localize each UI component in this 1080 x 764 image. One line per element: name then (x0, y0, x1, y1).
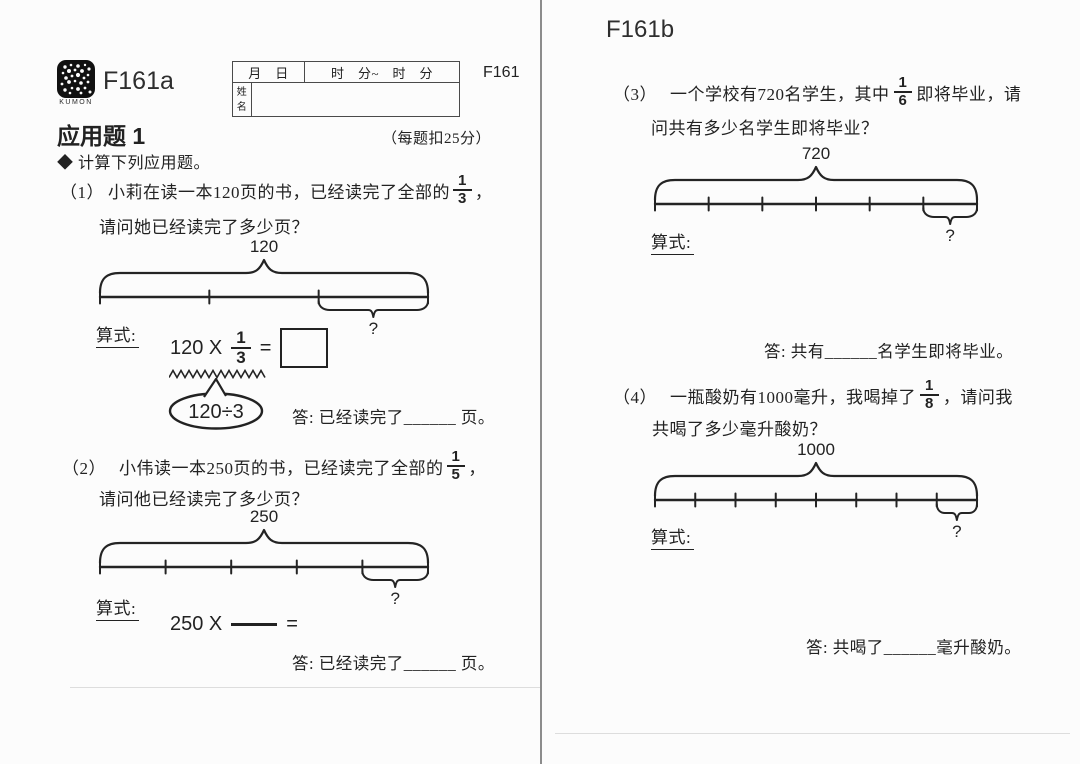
kumon-brand-label: KUMON (59, 99, 93, 106)
problem-2-text-post: ， (468, 458, 486, 478)
problem-2-line2: 请问他已经读完了多少页？ (99, 490, 309, 509)
svg-text:?: ? (390, 589, 399, 607)
problem-1-text: 小莉在读一本120页的书，已经读完了全部的 (108, 182, 450, 202)
name-label-cell: 姓名 (233, 83, 252, 116)
problem-2-text: 小伟读一本250页的书，已经读完了全部的 (119, 458, 444, 478)
fraction-one-third: 1 3 (453, 173, 472, 207)
instruction: ◆ 计算下列应用题。 (57, 155, 211, 172)
table-name-row: 姓名 (233, 83, 459, 116)
fraction-one-eighth: 1 8 (920, 378, 939, 412)
svg-text:?: ? (945, 226, 954, 244)
svg-text:?: ? (952, 522, 961, 540)
problem-4-text: 一瓶酸奶有1000毫升，我喝掉了 (670, 387, 916, 407)
problem-4-expression-label: 算式: (651, 523, 695, 550)
problem-2-equation: 250 X = (170, 613, 298, 636)
problem-4-text-post: ，请问我 (942, 387, 1013, 407)
problem-3-line1: （3） 一个学校有720名学生，其中 1 6 即将毕业，请 (613, 71, 1021, 113)
equation-fraction: 1 3 (231, 329, 251, 367)
problem-1-line1: （1） 小莉在读一本120页的书，已经读完了全部的 1 3 ， (60, 170, 492, 210)
fraction-one-sixth: 1 6 (893, 75, 913, 109)
problem-3-line2: 问共有多少名学生即将毕业？ (651, 119, 879, 138)
page-edge-line-right (555, 733, 1070, 734)
problem-4-line1: （4） 一瓶酸奶有1000毫升，我喝掉了 1 8 ，请问我 (613, 374, 1013, 416)
time-header-cell: 时 分~ 时 分 (330, 65, 434, 81)
scoring-note: （每题扣25分） (382, 131, 492, 147)
bar-diagram-svg: ? (653, 461, 979, 540)
fraction-one-fifth: 1 5 (446, 449, 466, 483)
answer-box (280, 328, 329, 368)
page-code: F161 (483, 64, 520, 81)
worksheet-title: 应用题 1 (57, 123, 146, 149)
problem-2-expression-label: 算式: (96, 594, 140, 621)
problem-2-bar-diagram: 250 ? (97, 507, 431, 607)
problem-1-expression-label: 算式: (96, 321, 140, 348)
bar-diagram-svg: ? (653, 165, 979, 244)
name-entry-cell (252, 83, 459, 116)
total-brace-label: 120 (249, 237, 279, 256)
problem-4-number: （4） (613, 387, 657, 407)
problem-1-equation: 120 X 1 3 = (170, 328, 329, 368)
problem-3-text: 一个学校有720名学生，其中 (670, 84, 890, 104)
equals-sign: = (286, 613, 298, 635)
problem-3-number: （3） (613, 84, 657, 104)
problem-3-answer-line: 答: 共有______名学生即将毕业。 (764, 342, 1014, 361)
hint-bubble: 120÷3 (168, 377, 264, 430)
sheet-code-f161a: F161a (103, 67, 174, 95)
problem-1-number: （1） (60, 182, 104, 202)
problem-1-line2: 请问她已经读完了多少页？ (99, 218, 309, 237)
problem-3-bar-diagram: 720 ? (652, 144, 980, 244)
problem-2-line1: （2） 小伟读一本250页的书，已经读完了全部的 1 5 ， (62, 446, 486, 486)
page-edge-line-left (70, 687, 540, 688)
problem-2-answer-line: 答: 已经读完了______ 页。 (292, 654, 495, 673)
kumon-logo-icon (57, 60, 95, 98)
problem-2-number: （2） (62, 458, 106, 478)
problem-3-text-post: 即将毕业，请 (916, 84, 1022, 104)
equals-sign: = (259, 336, 272, 359)
svg-text:120÷3: 120÷3 (188, 401, 243, 423)
problem-4-bar-diagram: 1000 ? (652, 440, 980, 540)
problem-3-expression-label: 算式: (651, 228, 695, 255)
total-brace-label: 1000 (797, 440, 835, 459)
page-divider (540, 0, 542, 764)
problem-1-text-post: ， (474, 182, 493, 202)
table-header-row: 月 日 时 分~ 时 分 (233, 62, 459, 83)
total-brace-label: 720 (801, 144, 831, 163)
bar-diagram-svg: ? (98, 528, 430, 607)
sheet-code-f161b: F161b (606, 16, 675, 43)
problem-4-line2: 共喝了多少毫升酸奶？ (652, 420, 827, 439)
blank-fraction-bar (231, 623, 278, 626)
equation-left-operand: 120 X (170, 336, 223, 359)
bar-diagram-svg: ? (98, 258, 430, 337)
name-date-table: 月 日 时 分~ 时 分 姓名 (232, 61, 460, 117)
svg-text:?: ? (369, 319, 378, 337)
equation-left-operand: 250 X (170, 613, 223, 635)
problem-1-bar-diagram: 120 ? (97, 237, 431, 337)
date-header-cell: 月 日 (233, 62, 305, 82)
squiggle-underline (169, 369, 266, 379)
total-brace-label: 250 (249, 507, 279, 526)
problem-4-answer-line: 答: 共喝了______毫升酸奶。 (806, 638, 1022, 657)
problem-1-answer-line: 答: 已经读完了______ 页。 (292, 408, 495, 427)
